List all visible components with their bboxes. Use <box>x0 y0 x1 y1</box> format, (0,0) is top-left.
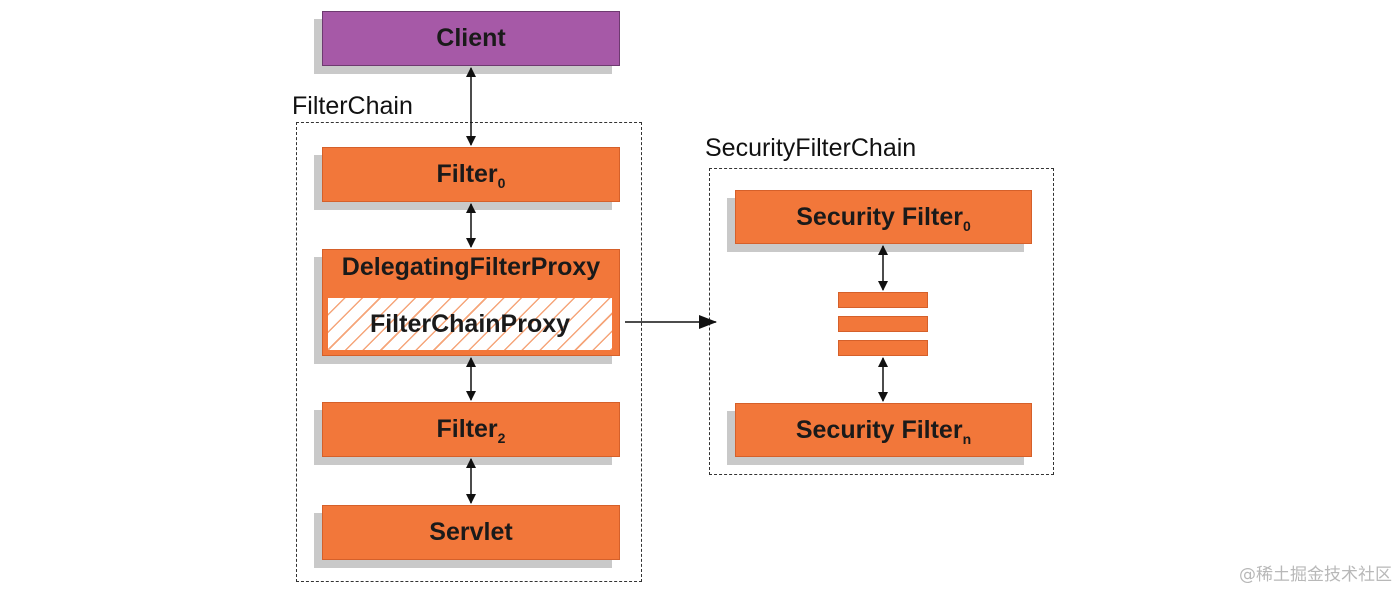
filter-0-label: Filter0 <box>436 160 506 191</box>
security-filter-n-box: Security Filtern <box>735 403 1032 457</box>
filter-2-box: Filter2 <box>322 402 620 457</box>
filter-0-box: Filter0 <box>322 147 620 202</box>
filter-chain-proxy-label: FilterChainProxy <box>369 309 571 338</box>
security-filter-0-label: Security Filter0 <box>796 202 971 234</box>
servlet-box: Servlet <box>322 505 620 560</box>
client-label: Client <box>436 24 506 52</box>
servlet-label: Servlet <box>429 518 513 546</box>
filter-chain-proxy-box: FilterChainProxy <box>327 297 613 351</box>
filter-chain-title: FilterChain <box>292 92 413 120</box>
delegating-filter-proxy-box: DelegatingFilterProxy FilterChainProxy <box>322 249 620 356</box>
security-filter-chain-title: SecurityFilterChain <box>705 134 917 162</box>
security-filter-n-label: Security Filtern <box>795 415 972 447</box>
client-box: Client <box>322 11 620 66</box>
filter-2-label: Filter2 <box>436 415 506 446</box>
delegating-filter-proxy-label: DelegatingFilterProxy <box>341 253 601 281</box>
security-filter-stack-bar-3 <box>838 340 928 356</box>
watermark: @稀土掘金技术社区 <box>1239 565 1392 585</box>
security-filter-stack-bar-2 <box>838 316 928 332</box>
security-filter-0-box: Security Filter0 <box>735 190 1032 244</box>
security-filter-stack-bar-1 <box>838 292 928 308</box>
